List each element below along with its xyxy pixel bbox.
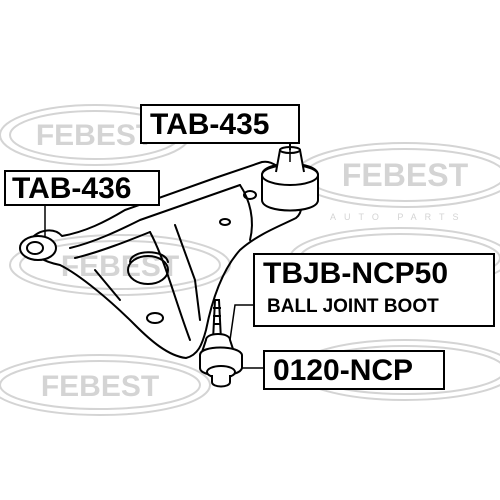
leader-lines bbox=[44, 143, 291, 369]
leader-line-tbjb bbox=[229, 304, 255, 341]
part-number-tbjb: TBJB-NCP50 bbox=[263, 257, 449, 290]
front-bushing bbox=[19, 235, 57, 261]
part-number-tab435: TAB-435 bbox=[150, 108, 270, 141]
control-arm-inner-rib bbox=[69, 184, 241, 249]
watermark-brand-text: FEBEST bbox=[342, 157, 469, 193]
watermark-brand-text: FEBEST bbox=[41, 370, 159, 403]
control-arm-cutout bbox=[243, 190, 257, 200]
part-label-tbjb: TBJB-NCP50 BALL JOINT BOOT bbox=[253, 253, 495, 327]
ball-joint bbox=[199, 299, 243, 388]
part-description-tbjb: BALL JOINT BOOT bbox=[267, 296, 439, 317]
control-arm-outline bbox=[29, 160, 303, 359]
control-arm-inner-rib bbox=[149, 231, 191, 341]
control-arm-cutout bbox=[219, 218, 231, 226]
part-label-tab435: TAB-435 bbox=[140, 104, 300, 144]
control-arm-inner-rib bbox=[74, 231, 151, 259]
control-arm-inner-rib bbox=[239, 184, 253, 241]
watermark-logo-top-right: FEBEST AUTO PARTS bbox=[294, 142, 500, 222]
part-label-tab436: TAB-436 bbox=[4, 170, 160, 206]
watermark-brand-text: FEBEST bbox=[36, 119, 154, 152]
watermark-logo-bottom-left: FEBEST bbox=[0, 354, 211, 416]
control-arm-edge-line bbox=[174, 224, 201, 321]
control-arm-cutout bbox=[146, 312, 164, 324]
control-arm-cutout bbox=[129, 251, 169, 263]
part-number-0120: 0120-NCP bbox=[273, 354, 414, 387]
watermark-tagline-text: AUTO PARTS bbox=[330, 212, 467, 222]
part-label-0120: 0120-NCP bbox=[263, 350, 445, 390]
control-arm-cutout bbox=[127, 255, 169, 285]
control-arm-edge-line bbox=[94, 269, 121, 301]
watermark-logo-middle-left: FEBEST bbox=[9, 234, 231, 296]
part-number-tab436: TAB-436 bbox=[12, 172, 132, 205]
control-arm bbox=[29, 160, 303, 359]
